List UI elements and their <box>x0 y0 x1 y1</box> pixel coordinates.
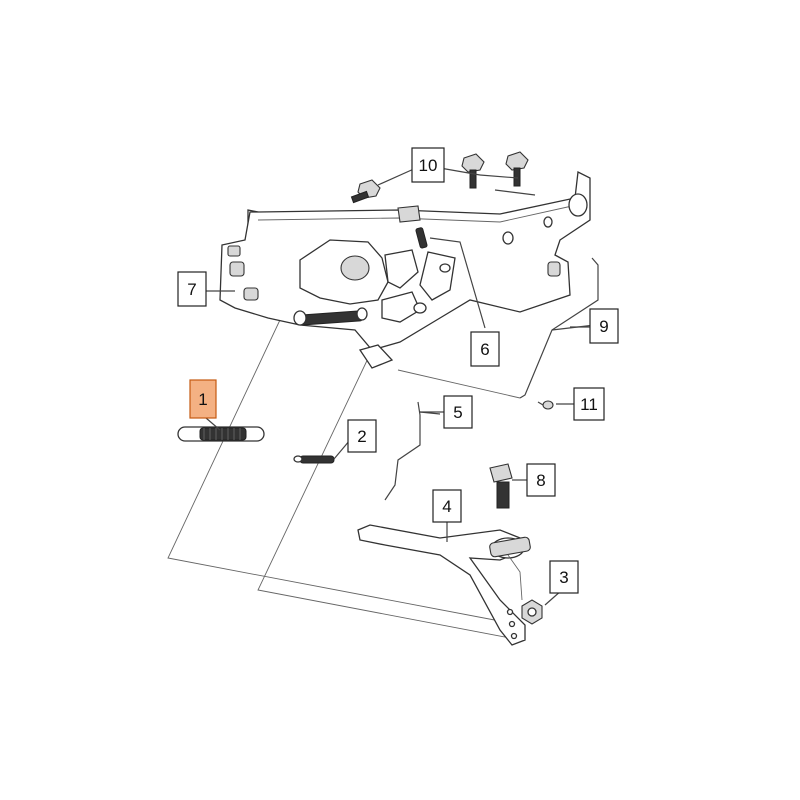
callout-label: 10 <box>419 156 438 175</box>
callout-8[interactable]: 8 <box>526 463 556 497</box>
callout-label: 7 <box>187 280 196 299</box>
leader-6 <box>429 237 486 329</box>
callout-label: 3 <box>559 568 568 587</box>
lever-4 <box>357 524 531 646</box>
callout-label: 9 <box>599 317 608 336</box>
throttle-mechanism <box>299 239 456 323</box>
callout-label: 11 <box>580 395 598 414</box>
callout-10[interactable]: 10 <box>411 147 445 183</box>
leader-10-d <box>494 189 536 196</box>
callout-9[interactable]: 9 <box>589 308 619 344</box>
guide-lines <box>167 287 521 639</box>
spring-1 <box>177 426 265 442</box>
callout-label: 5 <box>453 403 462 422</box>
callout-label: 1 <box>198 390 207 409</box>
link-rod-5 <box>384 401 441 501</box>
leader-10-a <box>377 167 417 186</box>
leader-2 <box>333 439 351 460</box>
callout-label: 8 <box>536 471 545 490</box>
lower-tab <box>358 344 394 369</box>
leader-1 <box>205 417 221 431</box>
callout-label: 4 <box>442 497 451 516</box>
callout-6[interactable]: 6 <box>470 331 500 367</box>
callout-4[interactable]: 4 <box>432 489 462 523</box>
screws-10 <box>350 151 529 204</box>
leader-10-b <box>439 167 481 176</box>
leader-10-c <box>479 174 519 179</box>
spring-6 <box>415 227 428 249</box>
callout-11[interactable]: 11 <box>573 387 605 421</box>
plate-studs <box>227 245 561 301</box>
callout-7[interactable]: 7 <box>177 271 207 307</box>
bolt-8 <box>489 463 513 509</box>
callout-3[interactable]: 3 <box>549 560 579 594</box>
throttle-shaft <box>293 307 368 326</box>
spring-2 <box>293 455 335 464</box>
nut-3 <box>507 554 543 625</box>
callout-5[interactable]: 5 <box>443 395 473 429</box>
callout-label: 2 <box>357 427 366 446</box>
clip-11 <box>537 400 554 410</box>
callout-label: 6 <box>480 340 489 359</box>
callout-2[interactable]: 2 <box>347 419 377 453</box>
callout-1[interactable]: 1 <box>189 379 217 419</box>
